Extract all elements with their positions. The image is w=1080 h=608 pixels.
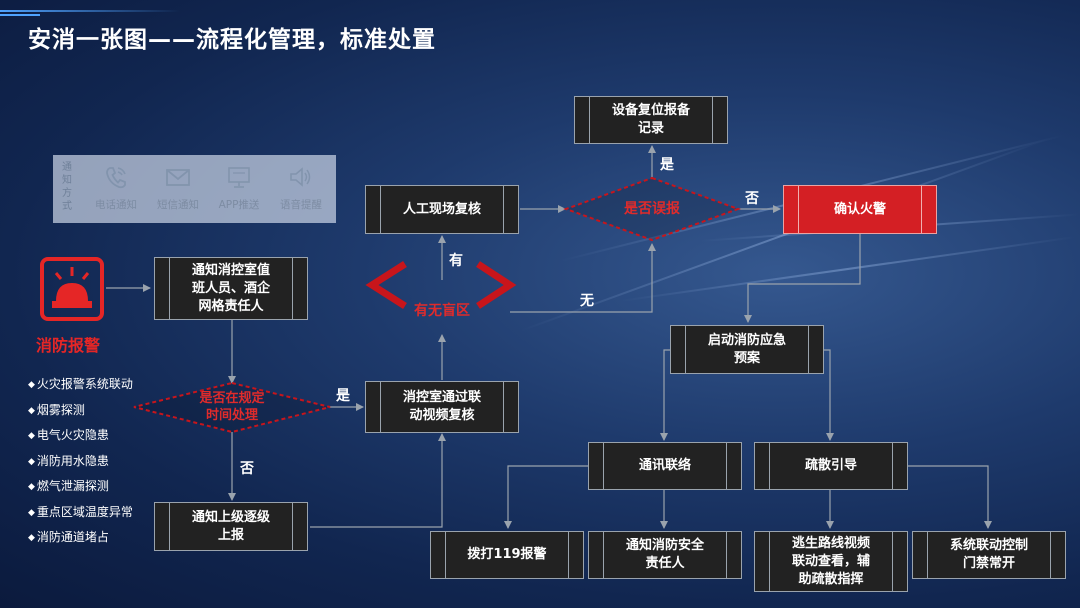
box-door-access-control: 系统联动控制 门禁常开	[912, 531, 1066, 579]
notify-app-label: APP推送	[218, 199, 260, 211]
decision-label-false-alarm: 是否误报	[624, 201, 680, 217]
alarm-source-item: 烟雾探测	[28, 398, 133, 424]
alarm-source-item: 消防用水隐患	[28, 449, 133, 475]
decision-diamond-false-alarm	[563, 176, 741, 242]
box-notify-superior: 通知上级逐级 上报	[154, 502, 308, 551]
box-control-room-video-review: 消控室通过联 动视频复核	[365, 381, 519, 433]
box-communication: 通讯联络	[588, 442, 742, 490]
phone-icon	[106, 167, 126, 189]
box-evacuation-guide: 疏散引导	[754, 442, 908, 490]
box-confirm-fire: 确认火警	[783, 185, 937, 234]
notification-methods-panel: 通知方式 电话通知 短信通知 APP推送 语音提醒	[53, 155, 336, 223]
notify-sms: 短信通知	[152, 163, 204, 212]
box-device-reset-record: 设备复位报备 记录	[574, 96, 728, 144]
notify-sms-label: 短信通知	[157, 199, 199, 211]
alarm-source-list: 火灾报警系统联动 烟雾探测 电气火灾隐患 消防用水隐患 燃气泄漏探测 重点区域温…	[28, 372, 133, 551]
notify-app: APP推送	[213, 163, 265, 212]
speaker-icon	[290, 167, 311, 187]
notify-voice: 语音提醒	[275, 163, 327, 212]
edge-label-has: 有	[449, 253, 463, 269]
fire-alarm-title: 消防报警	[36, 336, 101, 355]
alarm-source-item: 电气火灾隐患	[28, 423, 133, 449]
decision-label-monitored-area: 有无盲区	[414, 303, 470, 319]
title-accent-line	[0, 14, 40, 16]
page-title: 安消一张图——流程化管理，标准处置	[28, 27, 436, 53]
edge-label-yes-top: 是	[660, 157, 674, 173]
box-notify-safety-officer: 通知消防安全 责任人	[588, 531, 742, 579]
box-manual-site-review: 人工现场复核	[365, 185, 519, 234]
edge-label-no: 否	[240, 461, 254, 477]
decision-diamond-in-network	[133, 381, 331, 434]
notify-phone-label: 电话通知	[95, 199, 137, 211]
edge-label-yes: 是	[336, 388, 350, 404]
mail-icon	[166, 169, 190, 186]
alarm-source-item: 消防通道堵占	[28, 525, 133, 551]
decision-label-in-network: 是否在规定 时间处理	[199, 391, 265, 423]
alarm-source-item: 火灾报警系统联动	[28, 372, 133, 398]
title-accent-line	[0, 10, 180, 12]
box-escape-route-video: 逃生路线视频 联动查看，辅 助疏散指挥	[754, 531, 908, 592]
box-start-emergency-plan: 启动消防应急 预案	[670, 325, 824, 374]
edge-label-none: 无	[580, 293, 594, 309]
edge-label-no-top: 否	[745, 191, 759, 207]
notification-panel-label: 通知方式	[62, 162, 72, 212]
alarm-source-item: 燃气泄漏探测	[28, 474, 133, 500]
app-push-icon	[228, 167, 250, 188]
notify-voice-label: 语音提醒	[280, 199, 322, 211]
decision-chevrons-monitored-area	[365, 261, 517, 309]
box-notify-duty-staff: 通知消控室值 班人员、酒企 网格责任人	[154, 257, 308, 320]
box-dial-119: 拨打119报警	[430, 531, 584, 579]
fire-alarm-icon	[40, 257, 104, 321]
notify-phone: 电话通知	[90, 163, 142, 212]
alarm-source-item: 重点区域温度异常	[28, 500, 133, 526]
